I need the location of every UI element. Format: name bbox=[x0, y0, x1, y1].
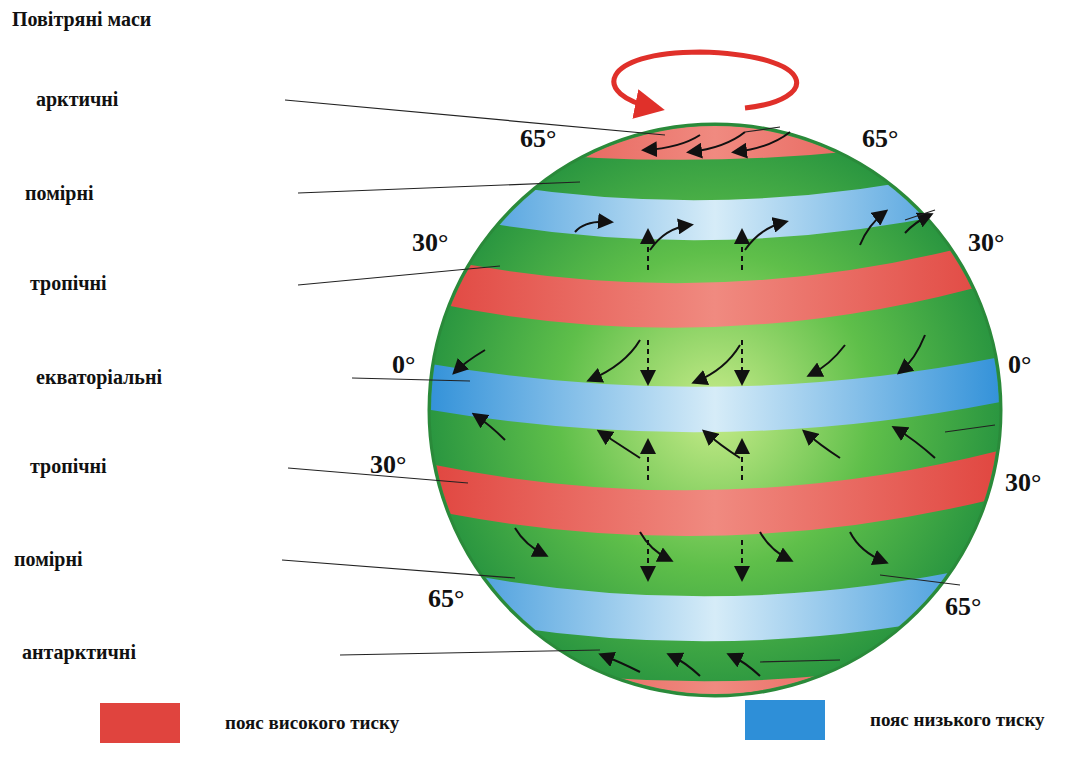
legend-text: пояс низького тиску bbox=[870, 709, 1045, 731]
latitude-label: 30° bbox=[1005, 468, 1041, 498]
latitude-label: 30° bbox=[370, 450, 406, 480]
air-mass-label: тропічні bbox=[30, 272, 107, 295]
legend-swatch bbox=[100, 703, 180, 743]
diagram-title: Повітряні маси bbox=[12, 8, 151, 31]
legend-swatch bbox=[745, 700, 825, 740]
air-mass-label: помірні bbox=[14, 548, 83, 571]
latitude-label: 65° bbox=[428, 584, 464, 614]
latitude-label: 65° bbox=[862, 124, 898, 154]
latitude-label: 65° bbox=[520, 124, 556, 154]
air-mass-label: антарктичні bbox=[22, 641, 136, 664]
latitude-label: 65° bbox=[945, 592, 981, 622]
air-mass-label: тропічні bbox=[30, 455, 107, 478]
air-mass-label: арктичні bbox=[36, 88, 118, 111]
legend-text: пояс високого тиску bbox=[225, 712, 399, 734]
air-mass-label: екваторіальні bbox=[36, 366, 162, 389]
latitude-label: 0° bbox=[1008, 350, 1031, 380]
air-mass-label: помірні bbox=[25, 182, 94, 205]
latitude-label: 30° bbox=[968, 228, 1004, 258]
latitude-label: 30° bbox=[412, 228, 448, 258]
latitude-label: 0° bbox=[392, 350, 415, 380]
